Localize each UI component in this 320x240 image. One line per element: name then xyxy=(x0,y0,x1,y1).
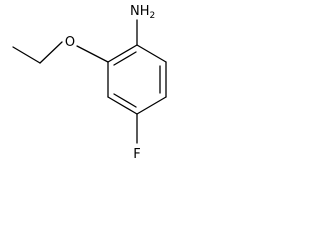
bond-o-ch2 xyxy=(39,41,63,64)
bond-c2-o xyxy=(76,45,109,63)
ring-bond-c6-c1 xyxy=(136,44,167,63)
benzene-ring xyxy=(107,44,167,115)
ring-bond-c4-c5 xyxy=(136,96,167,115)
ring-bond-c1-c2 xyxy=(107,44,138,63)
ring-bond-c3-c4 xyxy=(107,96,138,115)
bond-ch2-ch3 xyxy=(12,46,41,64)
amine-label: NH2 xyxy=(130,4,155,21)
ring-double-bond-c1-c2 xyxy=(113,51,137,66)
fluorine-label: F xyxy=(133,147,140,162)
molecule-structure: NH2 O F xyxy=(12,4,167,162)
structure-canvas: NH2 O F xyxy=(0,0,189,170)
ether-oxygen-label: O xyxy=(65,35,75,50)
ring-double-bond-c3-c4 xyxy=(113,93,137,108)
